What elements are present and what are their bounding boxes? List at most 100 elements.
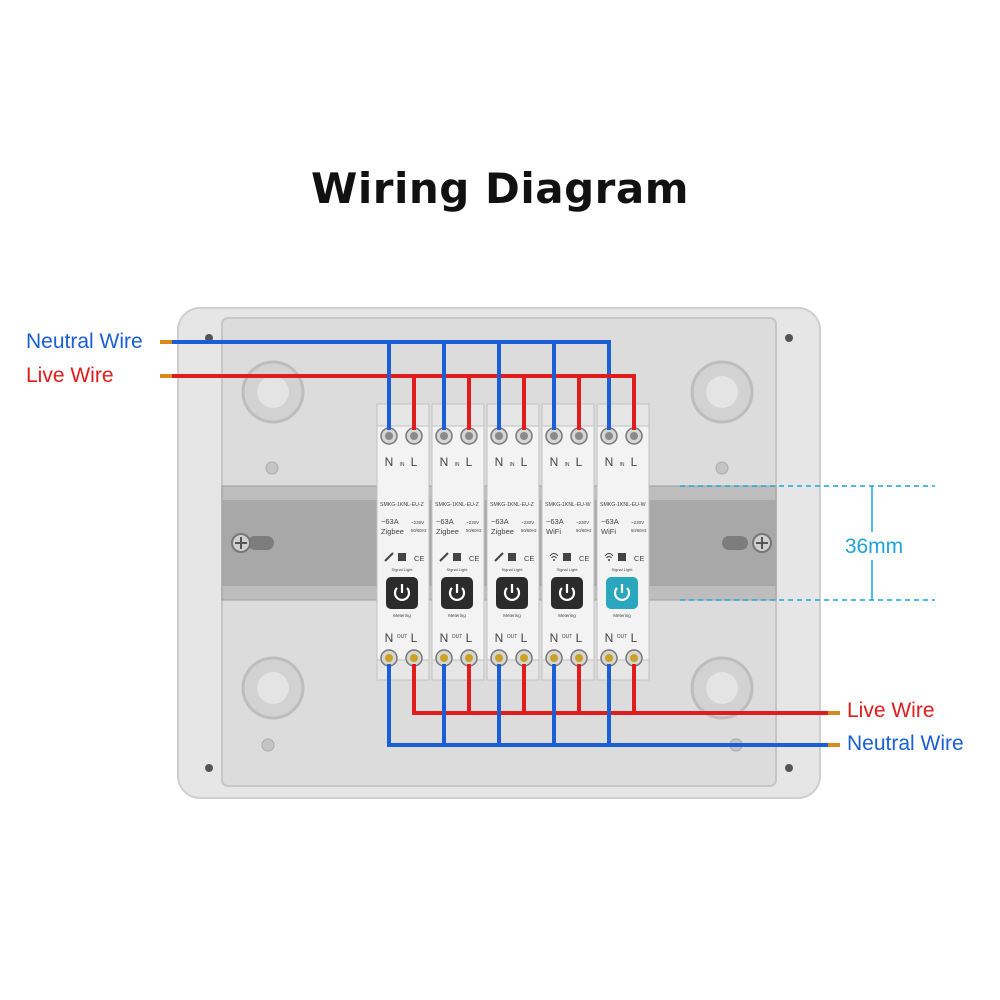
terminal-screw [440,432,448,440]
neutral-wire-out-label: Neutral Wire [847,732,964,755]
signal-light-label: Signal Light [392,567,414,572]
terminal-label-l: L [521,455,528,469]
power-icon [393,587,411,601]
rail-screw-slot [756,537,768,549]
zigbee-icon [494,552,504,562]
terminal-label-in: IN [565,462,570,468]
terminal-label-l: L [466,455,473,469]
ce-mark: CE [469,554,479,563]
signal-led [398,553,406,561]
ce-mark: CE [524,554,534,563]
mounting-boss-core [257,376,289,408]
dimension-label: 36mm [845,535,903,558]
terminal-screw [495,432,503,440]
terminal-label-l: L [576,631,583,645]
module-top-cap [486,403,540,427]
live-bus-out [412,664,835,715]
terminal-label-l: L [466,631,473,645]
terminal-screw [385,432,393,440]
standoff [265,461,279,475]
module-voltage: ~230V [521,520,534,525]
neutral-bus-out [387,664,835,747]
terminal-screw [385,654,393,662]
metering-label: Metering [558,613,576,618]
terminal-label-n: N [495,631,504,645]
ce-mark: CE [414,554,424,563]
terminal-label-l: L [631,455,638,469]
neutral-wire-in-label: Neutral Wire [26,330,143,353]
terminal-screw [575,432,583,440]
rail-screw-slot [235,537,247,549]
signal-light-label: Signal Light [502,567,524,572]
terminal-label-in: IN [455,462,460,468]
wire-copper-end [160,374,172,378]
terminal-label-n: N [385,455,394,469]
wifi-icon [604,553,614,561]
terminal-screw [465,654,473,662]
wifi-dot [608,559,610,561]
terminal-screw [630,654,638,662]
terminal-screw [410,654,418,662]
module-voltage: ~230V [466,520,479,525]
module-frequency: 50/60Hz [631,528,647,533]
wire-copper-end [828,711,840,715]
power-icon [503,587,521,601]
wifi-icon [549,553,559,561]
mounting-boss-core [706,376,738,408]
ce-mark: CE [579,554,589,563]
module-frequency: 50/60Hz [576,528,592,533]
module-protocol: WiFi [546,527,561,536]
terminal-label-n: N [550,455,559,469]
mounting-boss-core [257,672,289,704]
signal-led [508,553,516,561]
wire-copper-end [828,743,840,747]
terminal-label-l: L [521,631,528,645]
terminal-screw [605,432,613,440]
terminal-label-n: N [495,455,504,469]
signal-led [563,553,571,561]
module-model: SMKG-1KNL-EU-Z [380,502,424,508]
metering-label: Metering [503,613,521,618]
terminal-screw [630,432,638,440]
module-voltage: ~230V [411,520,424,525]
module-frequency: 50/60Hz [521,528,537,533]
module-voltage: ~230V [576,520,589,525]
live-wire-out-label: Live Wire [847,699,935,722]
rail-slot [248,536,274,550]
module-current: ~63A [381,517,399,526]
terminal-label-in: IN [510,462,515,468]
terminal-label-n: N [440,455,449,469]
module-protocol: Zigbee [436,527,459,536]
terminal-screw [550,432,558,440]
module-model: SMKG-1KNL-EU-Z [435,502,479,508]
module-protocol: Zigbee [381,527,404,536]
signal-led [453,553,461,561]
metering-label: Metering [613,613,631,618]
signal-light-label: Signal Light [557,567,579,572]
terminal-label-n: N [605,455,614,469]
terminal-label-out: OUT [397,634,408,640]
wifi-arc [549,553,559,557]
wires [160,340,840,747]
mounting-boss-core [706,672,738,704]
module-model: SMKG-1KNL-EU-Z [490,502,534,508]
module-frequency: 50/60Hz [466,528,482,533]
corner-screw [205,764,213,772]
page-title: Wiring Diagram [311,164,689,213]
terminal-screw [605,654,613,662]
signal-light-label: Signal Light [612,567,634,572]
module-current: ~63A [546,517,564,526]
terminal-label-n: N [550,631,559,645]
terminal-label-n: N [385,631,394,645]
corner-screw [785,764,793,772]
module-current: ~63A [601,517,619,526]
module-model: SMKG-1KNL-EU-W [545,502,591,508]
terminal-label-out: OUT [452,634,463,640]
module-model: SMKG-1KNL-EU-W [600,502,646,508]
terminal-label-l: L [631,631,638,645]
terminal-label-in: IN [400,462,405,468]
terminal-label-l: L [411,631,418,645]
